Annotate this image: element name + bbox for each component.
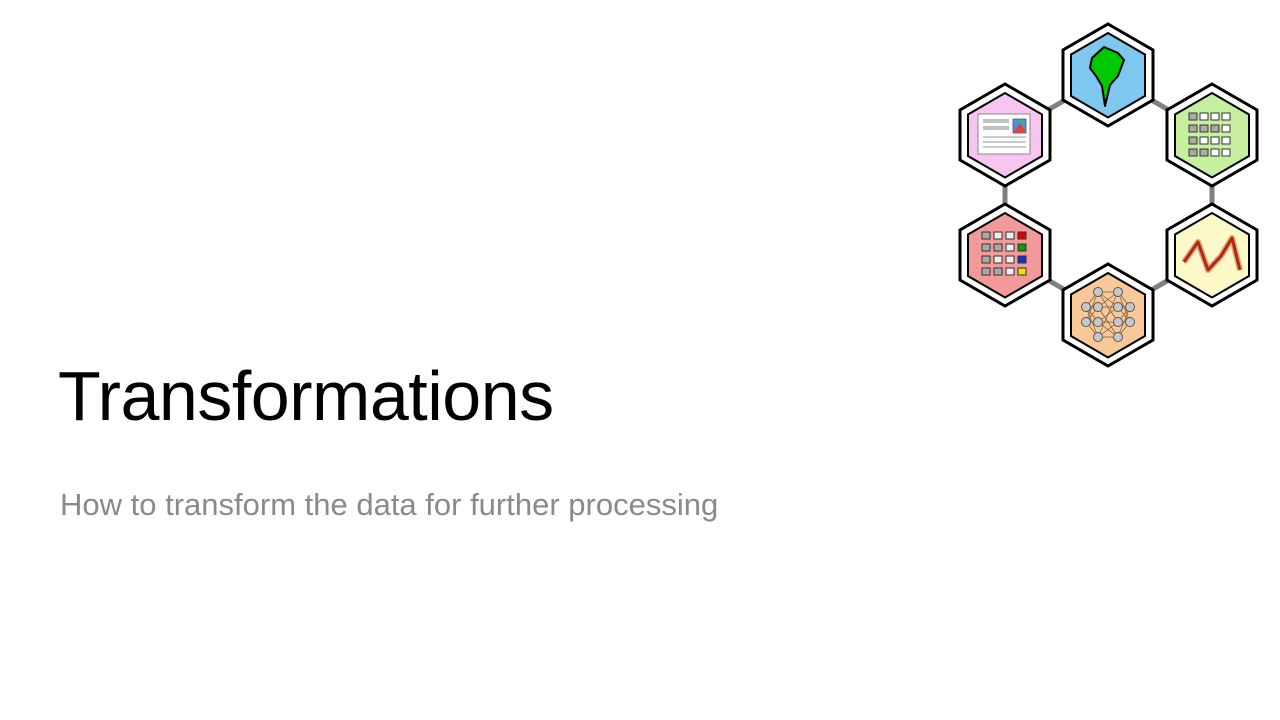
slide-title: Transformations	[58, 357, 554, 435]
neural-network-icon	[1061, 262, 1155, 368]
hexagon-network-graphic	[958, 22, 1259, 368]
grid-table-icon	[1165, 82, 1259, 188]
map-icon	[1061, 22, 1155, 128]
line-chart-icon	[1165, 202, 1259, 308]
color-matrix-icon	[958, 202, 1052, 308]
slide-subtitle: How to transform the data for further pr…	[60, 487, 719, 522]
document-icon	[958, 82, 1052, 188]
